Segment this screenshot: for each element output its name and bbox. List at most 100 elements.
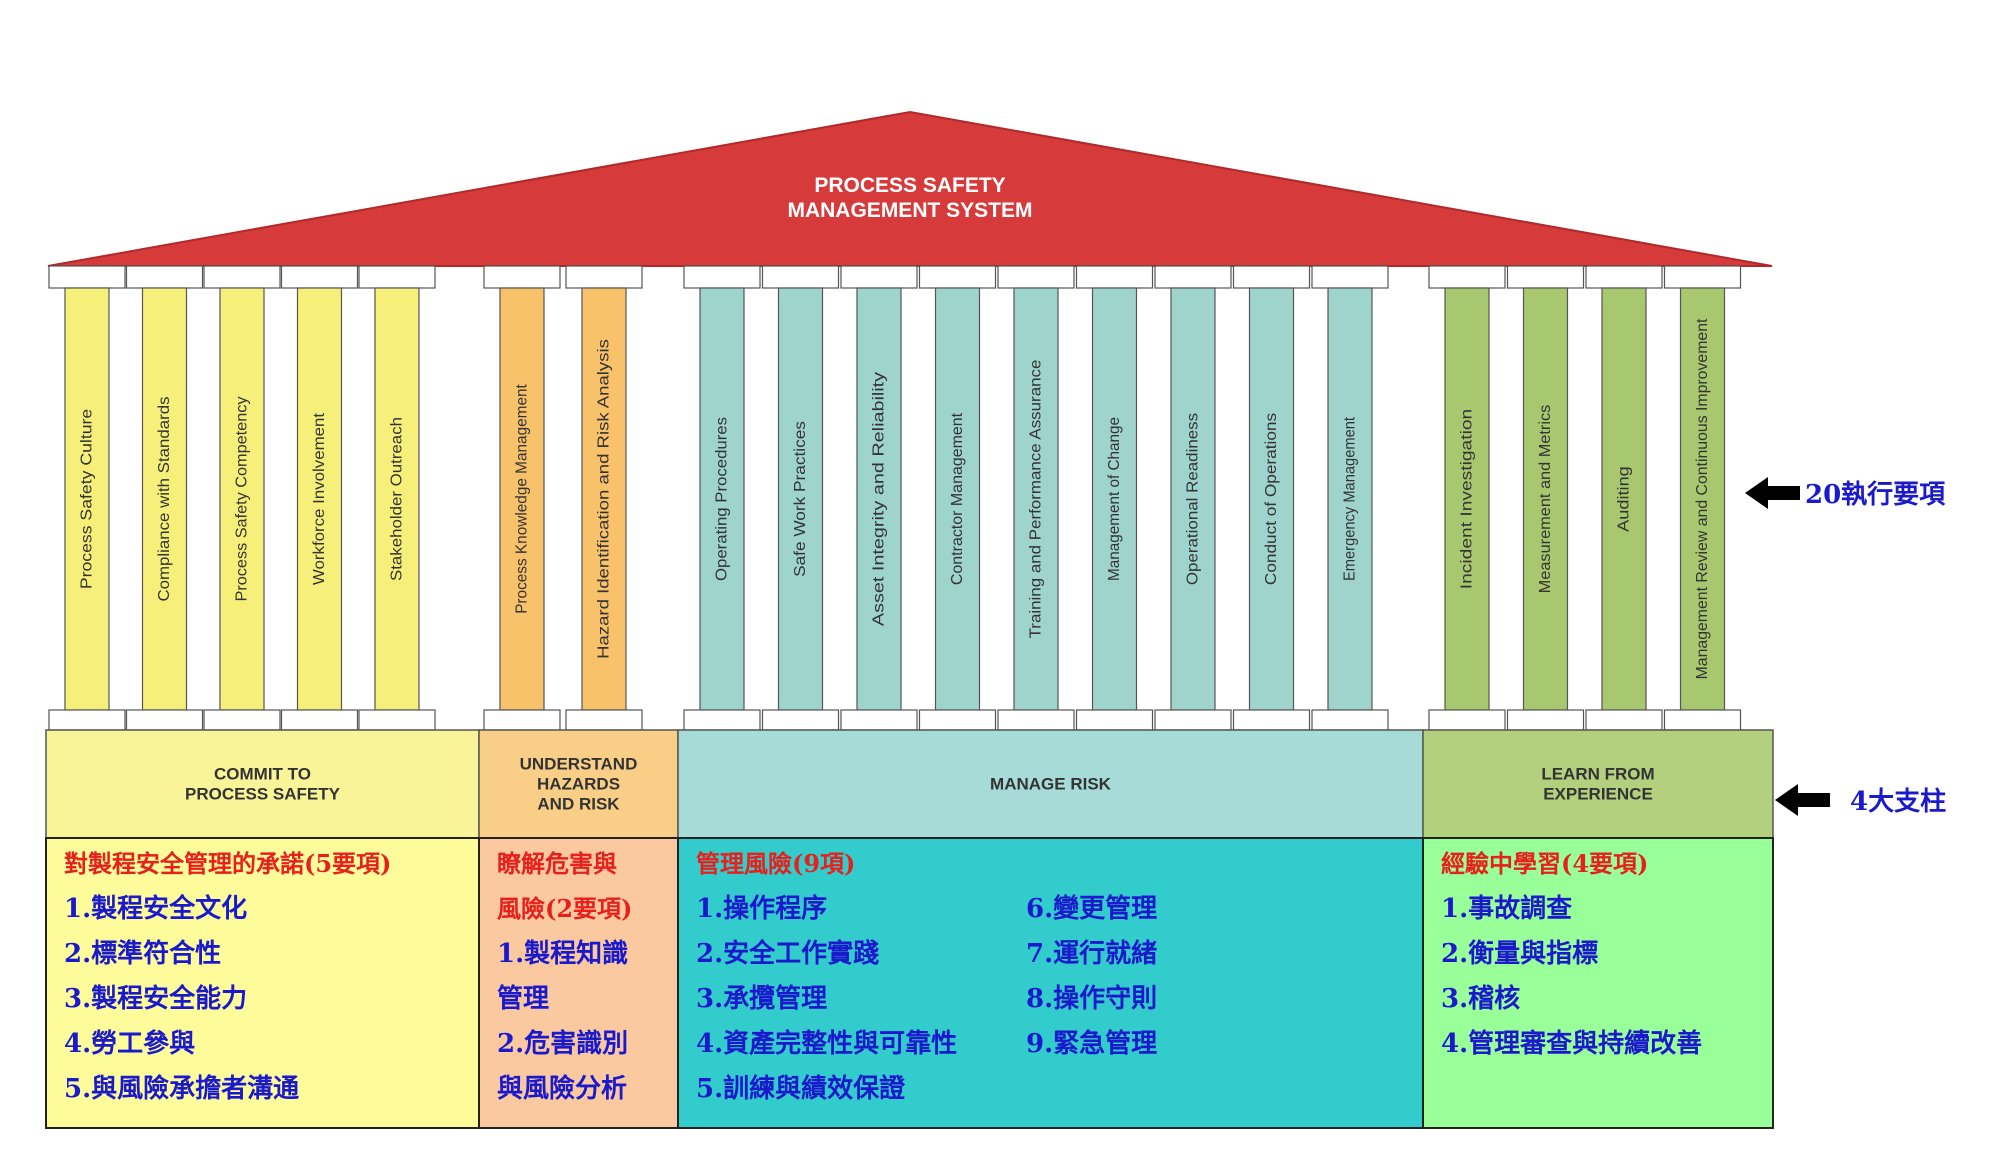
pillar-label: Compliance with Standards (156, 397, 173, 602)
pillar-shaft (1679, 287, 1726, 711)
pillars-layer: Process Safety Culture Compliance with St… (48, 265, 1742, 731)
base-label: UNDERSTAND (520, 755, 638, 774)
panel-item: 3.製程安全能力 (64, 983, 247, 1014)
pillar-shaft (581, 287, 627, 711)
pillar-shaft (1522, 287, 1569, 711)
panel-item: 5.訓練與績效保證 (696, 1073, 906, 1104)
base-block (677, 729, 1424, 839)
pillar-capital (1506, 265, 1585, 289)
pillar-shaft (141, 287, 188, 711)
pillar-capital (683, 265, 761, 289)
panel-title: 對製程安全管理的承諾(5要項) (64, 849, 391, 878)
base-label: COMMIT TO (214, 765, 311, 784)
pillar-label: Contractor Management (949, 412, 966, 585)
panel-item: 1.製程安全文化 (64, 893, 247, 924)
pillar-shaft (1170, 287, 1216, 711)
pillar-foot (1311, 709, 1389, 731)
roof-title-line2: MANAGEMENT SYSTEM (787, 199, 1032, 222)
pillar-foot (1506, 709, 1585, 731)
panel-item: 管理 (497, 984, 549, 1014)
pillar-capital (1311, 265, 1389, 289)
panel-title: 瞭解危害與 (497, 849, 617, 878)
elements-annotation: 20執行要項 (1745, 477, 1946, 510)
panel-item: 1.事故調查 (1441, 893, 1572, 924)
base-label: LEARN FROM (1541, 765, 1654, 784)
pillar-shaft (296, 287, 343, 711)
pillar-capital (840, 265, 918, 289)
panel-item: 8.操作守則 (1026, 983, 1157, 1014)
panel-item: 1.製程知識 (497, 939, 628, 969)
pillar-capital (358, 265, 436, 289)
pillar-label: Management Review and Continuous Improve… (1694, 318, 1711, 679)
pillar-label: Measurement and Metrics (1537, 405, 1554, 594)
pillar-capital (203, 265, 281, 289)
panel-item: 4.管理審查與持續改善 (1441, 1028, 1702, 1059)
panel-item: 6.變更管理 (1026, 893, 1157, 924)
pillar-capital (918, 265, 997, 289)
pillar-foot (683, 709, 761, 731)
pillar-label: Management of Change (1106, 417, 1123, 581)
pillar-label: Safe Work Practices (792, 421, 809, 577)
pillar-capital (997, 265, 1075, 289)
panel-title: 經驗中學習(4要項) (1441, 849, 1648, 878)
pillar-capital (1585, 265, 1663, 289)
pillar-label: Hazard Identification and Risk Analysis (596, 339, 613, 659)
panel-manage: 管理風險(9項)1.操作程序2.安全工作實踐3.承攬管理4.資產完整性與可靠性5… (677, 837, 1424, 1129)
pillar-label: Training and Performance Assurance (1028, 359, 1045, 638)
roof-title-line1: PROCESS SAFETY (814, 174, 1005, 197)
panel-box (1422, 837, 1774, 1129)
pillar-label: Process Knowledge Management (514, 384, 531, 614)
pillar-foot (1585, 709, 1663, 731)
pillar-foot (48, 709, 126, 731)
pillar-label: Operational Readiness (1185, 413, 1202, 585)
pillar-shaft (374, 287, 420, 711)
pillar-label: Process Safety Competency (234, 397, 251, 602)
panel-item: 2.安全工作實踐 (696, 938, 879, 969)
pillar-label: Operating Procedures (714, 417, 731, 581)
pillar-foot (1075, 709, 1154, 731)
pillar-label: Workforce Involvement (311, 412, 328, 585)
pillar-foot (997, 709, 1075, 731)
pillar-label: Asset Integrity and Reliability (871, 372, 888, 626)
pillar-shaft (1327, 287, 1373, 711)
pillars-annotation: 4大支柱 (1775, 784, 1946, 817)
pillar-foot (203, 709, 281, 731)
pillar-foot (483, 709, 561, 731)
pillar-capital (1154, 265, 1232, 289)
pillar-capital (483, 265, 561, 289)
base-label: AND RISK (537, 795, 620, 814)
base-block (45, 729, 480, 839)
pillar-foot (565, 709, 643, 731)
panel-item: 1.操作程序 (696, 893, 827, 924)
pillar-label: Conduct of Operations (1263, 413, 1280, 585)
base-label: MANAGE RISK (990, 775, 1112, 794)
pillar-foot (918, 709, 997, 731)
panel-item: 2.危害識別 (497, 1028, 628, 1059)
panel-title: 管理風險(9項) (696, 849, 855, 878)
pillar-capital (1232, 265, 1311, 289)
pillar-capital (1075, 265, 1154, 289)
pillar-shaft (219, 287, 265, 711)
panel-title: 風險(2要項) (497, 894, 632, 923)
pillar-shaft (934, 287, 981, 711)
pillar-foot (761, 709, 840, 731)
base-label: PROCESS SAFETY (185, 785, 341, 804)
pillars-annotation-label: 4大支柱 (1850, 787, 1946, 817)
panel-item: 5.與風險承擔者溝通 (64, 1073, 299, 1104)
panel-commit: 對製程安全管理的承諾(5要項)1.製程安全文化2.標準符合性3.製程安全能力4.… (45, 837, 480, 1129)
pillar-label: Process Safety Culture (79, 409, 96, 590)
pillar-foot (358, 709, 436, 731)
pillar-foot (1154, 709, 1232, 731)
base-label: EXPERIENCE (1543, 785, 1653, 804)
panel-box (45, 837, 480, 1129)
panel-box (677, 837, 1424, 1129)
pillar-capital (1663, 265, 1742, 289)
panel-item: 2.標準符合性 (64, 938, 221, 969)
panel-item: 與風險分析 (497, 1073, 627, 1104)
